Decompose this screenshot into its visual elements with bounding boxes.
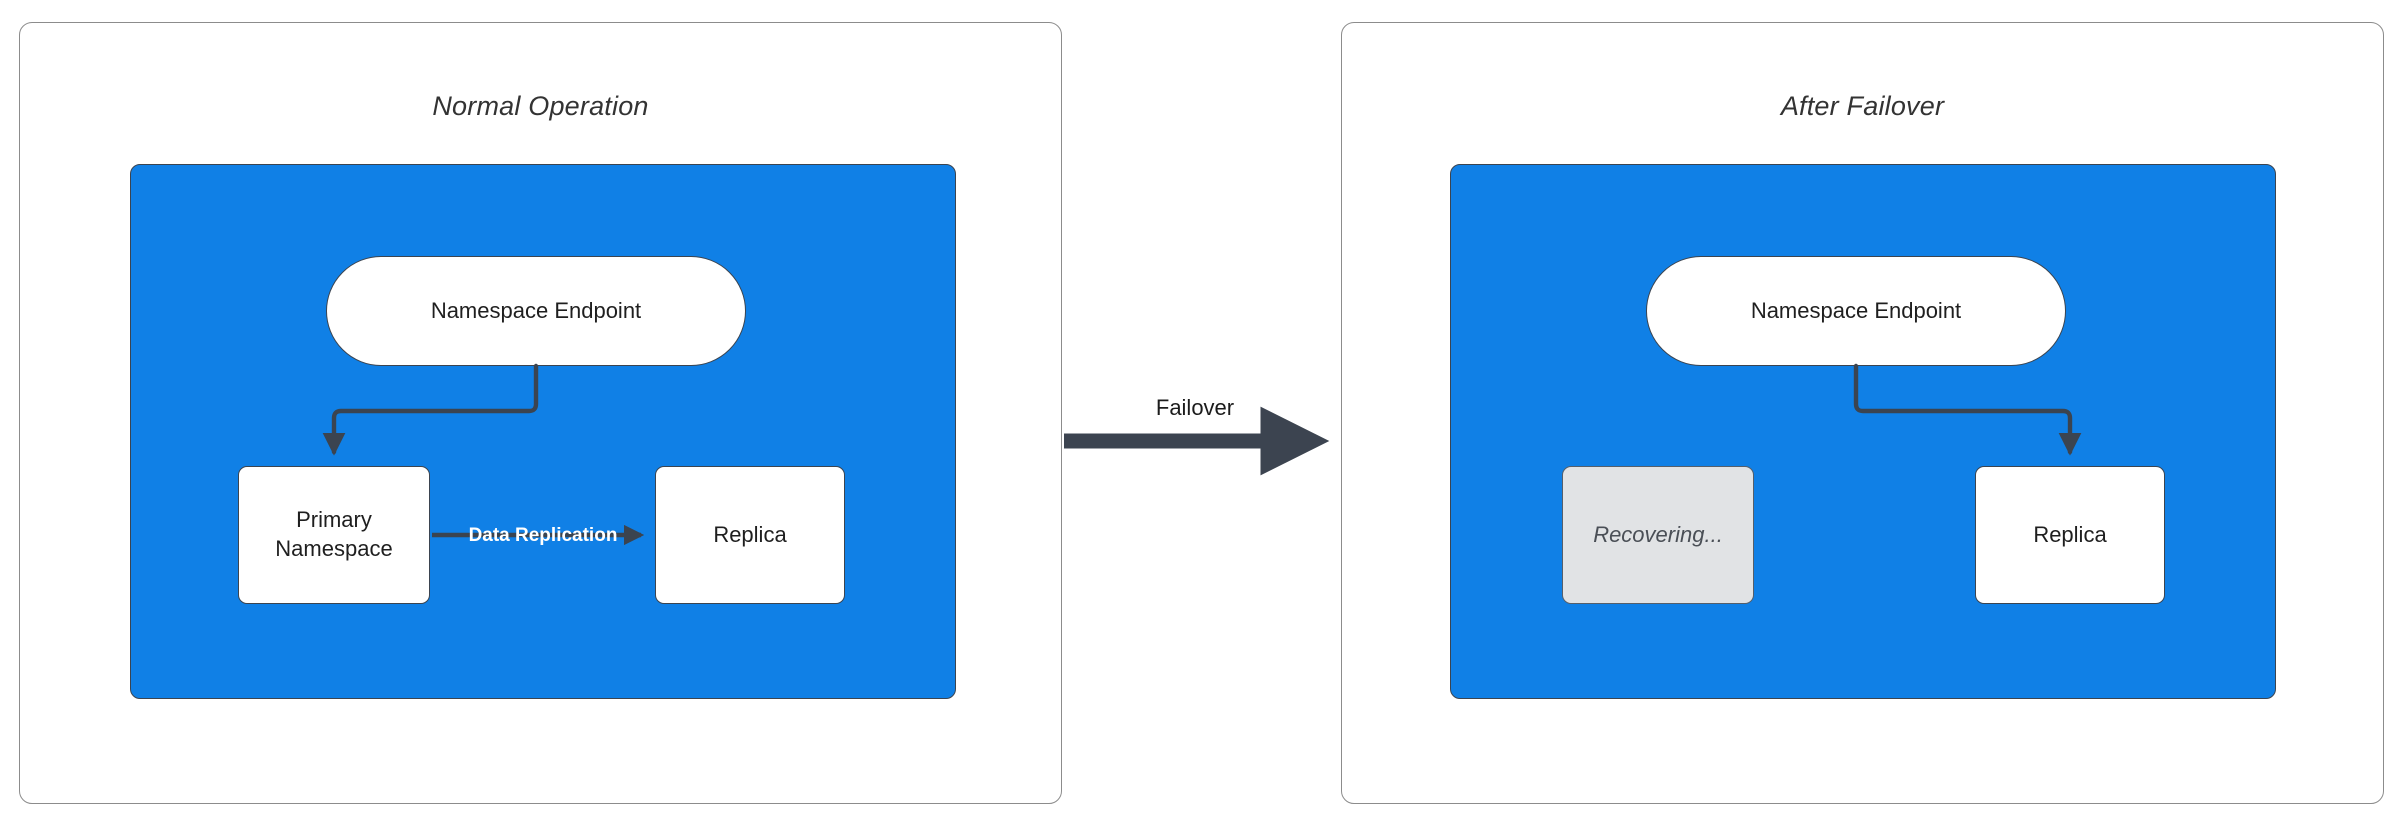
node-primary-namespace[interactable]: Primary Namespace	[238, 466, 430, 604]
node-namespace-endpoint-failover[interactable]: Namespace Endpoint	[1646, 256, 2066, 366]
panel-title-normal-operation: Normal Operation	[432, 91, 649, 121]
node-label: Replica	[2033, 521, 2107, 547]
group-container-after-failover	[1450, 164, 2276, 699]
edge-label-data-replication: Data Replication	[468, 525, 618, 546]
node-label: Namespace Endpoint	[1750, 297, 1962, 323]
node-label: Namespace Endpoint	[430, 297, 642, 323]
node-replica-normal[interactable]: Replica	[655, 466, 845, 604]
node-label-line1: Primary	[296, 507, 372, 533]
node-recovering[interactable]: Recovering...	[1562, 466, 1754, 604]
node-namespace-endpoint-normal[interactable]: Namespace Endpoint	[326, 256, 746, 366]
group-container-normal-operation	[130, 164, 956, 699]
node-replica-failover[interactable]: Replica	[1975, 466, 2165, 604]
panel-title-after-failover: After Failover	[1780, 91, 1945, 121]
node-label-line2: Namespace	[275, 536, 393, 561]
node-label: Primary Namespace	[275, 506, 392, 563]
edge-label-failover: Failover	[1155, 395, 1235, 420]
node-label: Recovering...	[1593, 521, 1723, 547]
node-label: Replica	[713, 521, 787, 547]
